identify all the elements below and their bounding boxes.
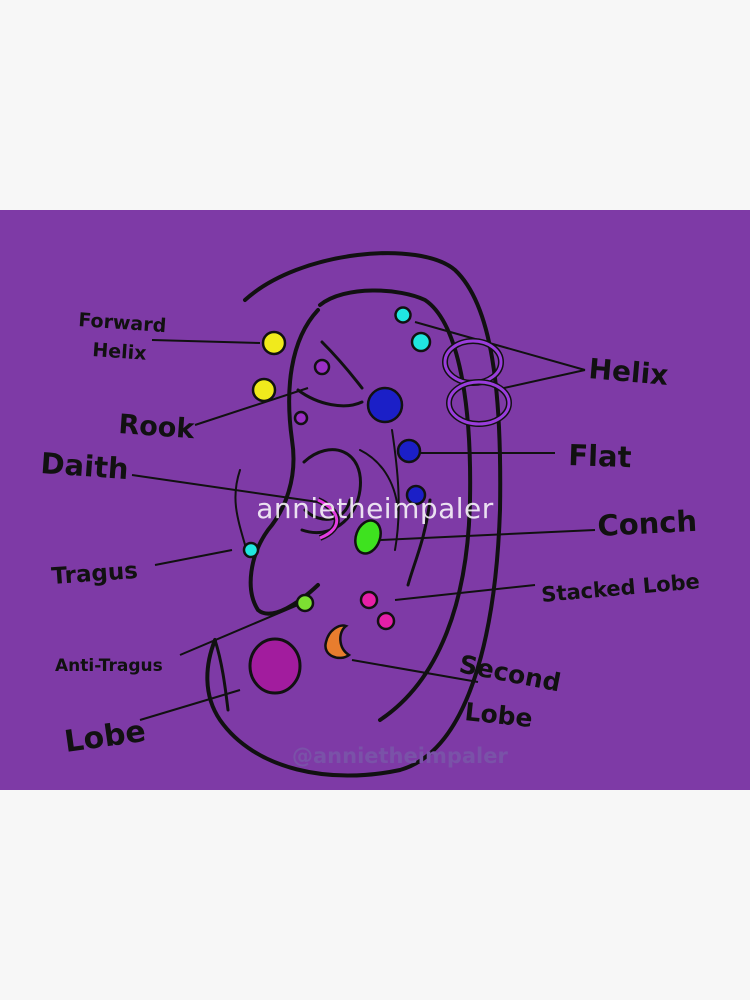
label-rook: Rook (118, 409, 197, 445)
lobe-stud (248, 637, 302, 695)
antihelix-lower (406, 498, 432, 587)
daith-inner (303, 498, 352, 521)
stacked-lobe-stud-2 (376, 611, 396, 631)
label-flat: Flat (568, 438, 632, 474)
label-second-lobe-2: Lobe (463, 697, 534, 733)
ear-outline (205, 251, 503, 778)
label-tragus: Tragus (51, 558, 139, 590)
crus-line (359, 449, 399, 511)
label-anti-tragus: Anti-Tragus (55, 656, 163, 676)
label-helix: Helix (587, 352, 669, 392)
rook-line (194, 387, 309, 426)
rook-fold (320, 340, 364, 390)
pointer-lines (131, 321, 596, 721)
conch-line (379, 529, 596, 541)
anti-tragus-line (179, 604, 299, 656)
conch-upper-stud (405, 484, 427, 506)
helix-stud-1 (394, 306, 412, 324)
diagram-panel: Forward Helix Rook Daith Tragus Anti-Tra… (0, 210, 750, 790)
helix-stud-2 (410, 331, 432, 353)
tragus-stud (242, 541, 260, 559)
label-daith: Daith (40, 446, 130, 486)
label-conch: Conch (597, 504, 698, 543)
antihelix-curve (248, 308, 320, 616)
daith-hoop (317, 498, 339, 540)
forward-helix-stud-1 (261, 330, 287, 356)
jewelry (242, 306, 432, 695)
forward-helix-stud-2 (251, 377, 277, 403)
helix-line-1 (414, 321, 586, 371)
ear-outer-rim (205, 251, 503, 778)
daith-line (131, 474, 319, 503)
rook-stud-lower (293, 410, 309, 426)
flat-stud-large (366, 386, 404, 424)
second-lobe-line (351, 659, 479, 683)
ear-piercing-diagram: Forward Helix Rook Daith Tragus Anti-Tra… (0, 210, 750, 790)
helix-hoop-2 (447, 380, 511, 426)
stacked-lobe-line (394, 584, 536, 601)
helix-hoops (316, 338, 512, 541)
helix-inner-rim (318, 288, 473, 722)
watermark: annietheimpaler (256, 492, 494, 525)
conch-inner-line (391, 429, 400, 551)
lobe-line (139, 689, 241, 721)
flat-stud (396, 438, 422, 464)
second-lobe-moon (324, 624, 352, 660)
rook-fold-lower (296, 388, 364, 408)
forward-helix-line (151, 339, 261, 344)
credit-text: @annietheimpaler (292, 744, 508, 768)
lobe-edge (213, 638, 230, 712)
rook-stud (313, 358, 331, 376)
stacked-lobe-stud-1 (359, 590, 379, 610)
tragus-line (154, 549, 233, 566)
conch-stud (354, 519, 382, 555)
background (0, 210, 750, 790)
helix-line-2 (494, 369, 586, 391)
label-forward-helix-2: Helix (92, 339, 147, 365)
anti-tragus-stud (295, 593, 315, 613)
